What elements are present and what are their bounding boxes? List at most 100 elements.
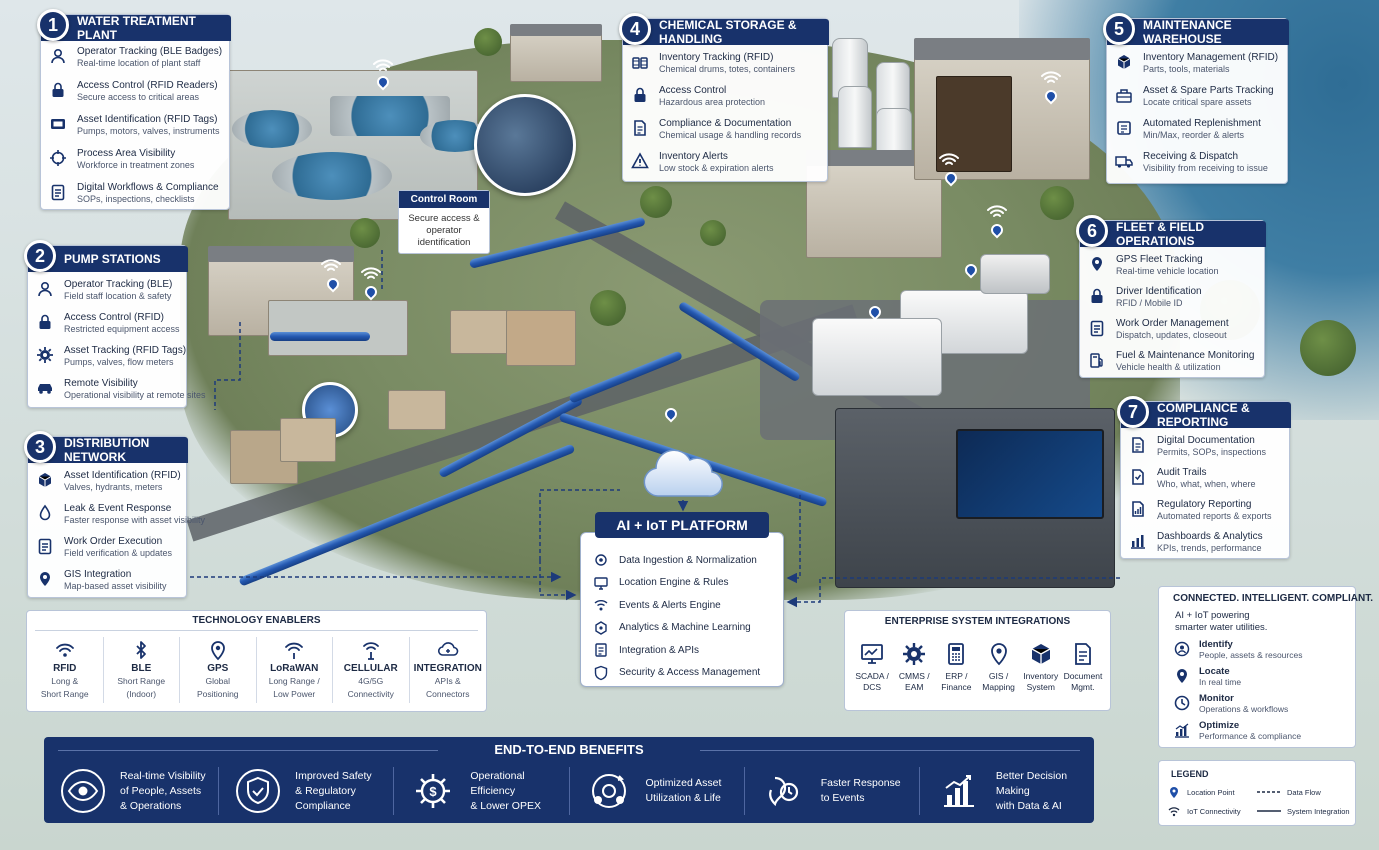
feature-title: Inventory Alerts [659,151,728,162]
section-number-badge: 4 [619,13,651,45]
analytics-icon [593,620,609,636]
clarifier-tank [232,110,312,148]
value-title: Identify [1199,639,1233,650]
feature-title: Digital Workflows & Compliance [77,182,219,193]
person-pin-icon [49,47,67,65]
feature-item: Inventory Management (RFID) Parts, tools… [1107,49,1287,82]
asset-cycle-icon [586,768,632,814]
legend-label: IoT Connectivity [1187,806,1241,816]
control-room-callout: Control Room Secure access & operator id… [398,190,490,254]
integration-label: DCS [863,682,882,692]
feature-item: Audit Trails Who, what, when, where [1121,464,1289,496]
benefit-item: $ Operational Efficiency & Lower OPEX [394,767,570,815]
integration-label: Mapping [982,682,1015,692]
tech-enabler-cellular: CELLULAR 4G/5G Connectivity [333,637,410,703]
gps-pin-icon [207,639,229,661]
capability-label: Events & Alerts Engine [619,599,721,611]
legend-title: LEGEND [1171,769,1209,779]
person-pin-icon [36,280,54,298]
tech-name: GPS [207,663,229,674]
feature-title: GIS Integration [64,569,132,580]
feature-title: Digital Documentation [1157,435,1255,446]
feature-item: Work Order Execution Field verification … [28,533,186,566]
identify-icon [1173,640,1191,658]
capability-label: Data Ingestion & Normalization [619,554,757,566]
clipboard-icon [36,537,54,555]
warehouse-bay [936,76,1012,172]
feature-item: Access Control Hazardous area protection [623,82,827,115]
tech-name: CELLULAR [343,663,398,674]
feature-subtitle: RFID / Mobile ID [1116,298,1183,308]
feature-title: Access Control (RFID) [64,312,165,323]
benefit-item: Faster Response to Events [745,767,920,815]
location-pin [942,169,960,190]
benefit-text: Optimized Asset [645,777,722,789]
iot-connectivity-icon [938,152,960,166]
benefit-text: to Events [820,792,865,804]
platform-capability: Data Ingestion & Normalization [593,549,760,572]
water-pipe [270,332,370,341]
tech-name: INTEGRATION [413,663,482,674]
tree [474,28,502,56]
pump-yard [268,300,408,356]
feature-subtitle: Map-based asset visibility [64,581,167,591]
integration-label: Document [1063,671,1103,681]
legend-panel: LEGEND Location Point IoT Connectivity D… [1158,760,1356,826]
feature-subtitle: Field staff location & safety [64,291,172,301]
feature-item: Operator Tracking (BLE) Field staff loca… [28,276,186,309]
tech-enabler-lorawan: LoRaWAN Long Range / Low Power [257,637,333,703]
tech-enabler-ble: BLE Short Range (Indoor) [104,637,180,703]
feature-item: Leak & Event Response Faster response wi… [28,500,205,533]
feature-title: Access Control [659,85,727,96]
section-number-badge: 6 [1076,215,1108,247]
iot-connectivity-icon [360,266,382,280]
roof [510,24,602,36]
dashed-line-icon [1257,785,1281,799]
feature-subtitle: Operational visibility at remote sites [64,390,206,400]
cloud-icon [643,449,723,497]
feature-item: Asset Identification (RFID) Valves, hydr… [28,467,186,500]
shield-icon [593,665,609,681]
platform-capability: Security & Access Management [593,662,760,685]
feature-item: Operator Tracking (BLE Badges) Real-time… [41,43,229,77]
scada-icon [859,641,885,667]
document-icon [1129,436,1147,454]
integration-label: Mgmt. [1071,682,1095,692]
benefit-text: Improved Safety [295,769,372,782]
connected-intelligent-compliant-panel: CONNECTED. INTELLIGENT. COMPLIANT. AI + … [1158,586,1373,748]
platform-capability: Analytics & Machine Learning [593,617,760,640]
suv [980,254,1050,294]
inventory-cube-icon [1028,641,1054,667]
iot-connectivity-icon [372,58,394,72]
location-pin [362,283,380,304]
tech-desc: 4G/5G [358,676,384,686]
roof [208,246,354,262]
location-pin-icon [1167,785,1181,799]
feature-title: Fuel & Maintenance Monitoring [1116,350,1255,361]
section-panel-distribution-network: 3 DISTRIBUTION NETWORK Asset Identificat… [24,431,205,598]
optimize-chart-icon [1173,721,1191,739]
location-pin [988,221,1006,242]
bluetooth-icon [130,639,152,661]
feature-item: Work Order Management Dispatch, updates,… [1080,315,1264,347]
decision-chart-icon [936,768,982,814]
iot-connectivity-icon [1167,804,1181,818]
house [506,310,576,366]
ingestion-icon [593,552,609,568]
section-panel-pump-stations: 2 PUMP STATIONS Operator Tracking (BLE) … [24,240,206,408]
cellular-icon [360,639,382,661]
tree [700,220,726,246]
feature-item: Digital Workflows & Compliance SOPs, ins… [41,179,229,213]
feature-subtitle: SOPs, inspections, checklists [77,194,195,204]
monitor-icon [593,575,609,591]
feature-subtitle: Parts, tools, materials [1143,64,1230,74]
feature-title: Asset Identification (RFID Tags) [77,114,218,125]
benefit-text: & Operations [120,799,182,812]
section-panel-water-treatment-plant: 1 WATER TREATMENT PLANT Operator Trackin… [37,9,231,213]
feature-item: Access Control (RFID Readers) Secure acc… [41,77,229,111]
connected-title: CONNECTED. INTELLIGENT. COMPLIANT. [1173,593,1373,604]
benefit-item: Improved Safety & Regulatory Compliance [219,767,395,815]
feature-item: Inventory Tracking (RFID) Chemical drums… [623,49,827,82]
value-subtitle: Performance & compliance [1199,731,1302,741]
chemical-silo [876,108,912,154]
